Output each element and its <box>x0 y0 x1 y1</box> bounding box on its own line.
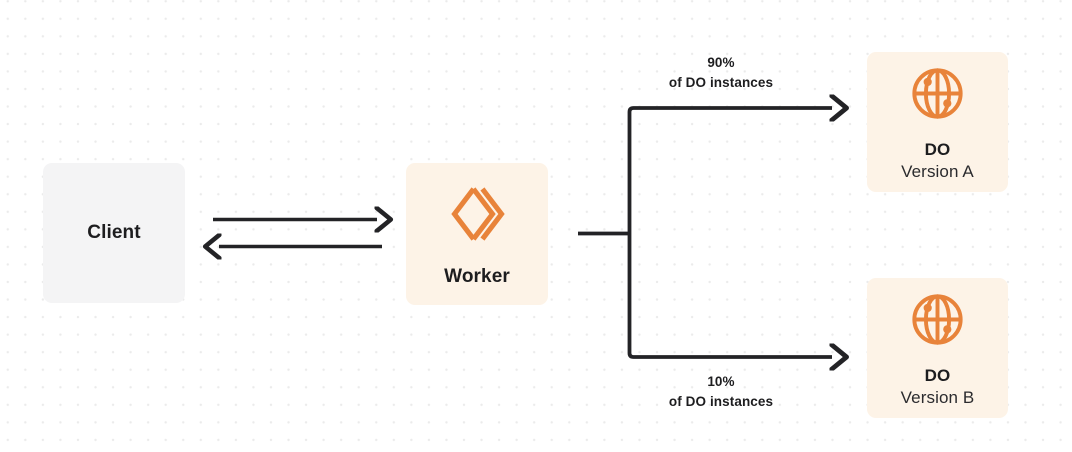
durable-object-globe-icon <box>909 291 966 353</box>
edge-label-do-b-description: of DO instances <box>668 393 774 409</box>
edge-label-do-a-description: of DO instances <box>668 74 774 90</box>
client-label: Client <box>87 222 141 243</box>
worker-node[interactable]: Worker <box>406 163 548 305</box>
durable-object-globe-icon <box>909 65 966 127</box>
do-version-a-label: DO <box>924 140 951 160</box>
cloudflare-workers-icon <box>446 183 508 250</box>
edge-label-do-b-percent: 10% <box>707 374 735 389</box>
worker-label: Worker <box>444 265 510 287</box>
do-version-a-node[interactable]: DO Version A <box>867 52 1008 192</box>
do-version-b-sublabel: Version B <box>900 387 975 407</box>
do-version-a-sublabel: Version A <box>901 161 974 181</box>
edge-label-do-a: 90% of DO instances <box>619 53 823 92</box>
client-node[interactable]: Client <box>43 163 185 303</box>
edge-label-do-b: 10% of DO instances <box>619 372 823 411</box>
do-version-b-label: DO <box>924 366 951 386</box>
edge-label-do-a-percent: 90% <box>707 55 735 70</box>
do-version-b-node[interactable]: DO Version B <box>867 278 1008 418</box>
edge-worker-to-do-b <box>627 233 833 358</box>
edge-worker-to-do-a <box>627 108 833 234</box>
